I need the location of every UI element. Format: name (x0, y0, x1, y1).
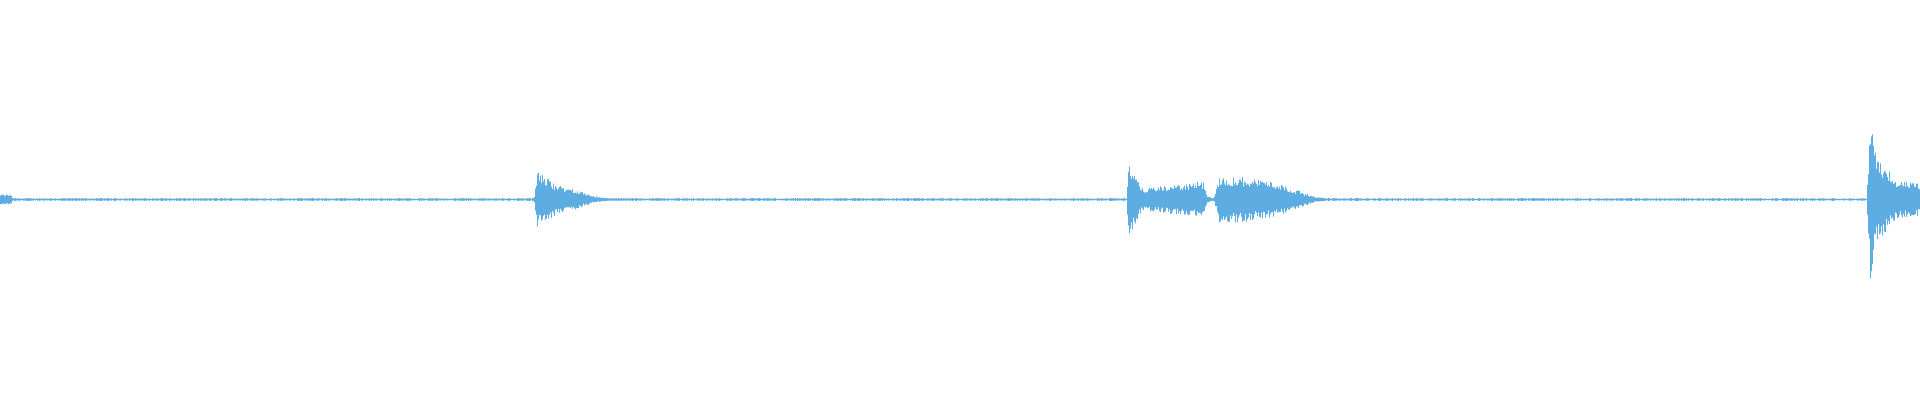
waveform-samples (0, 134, 1920, 279)
